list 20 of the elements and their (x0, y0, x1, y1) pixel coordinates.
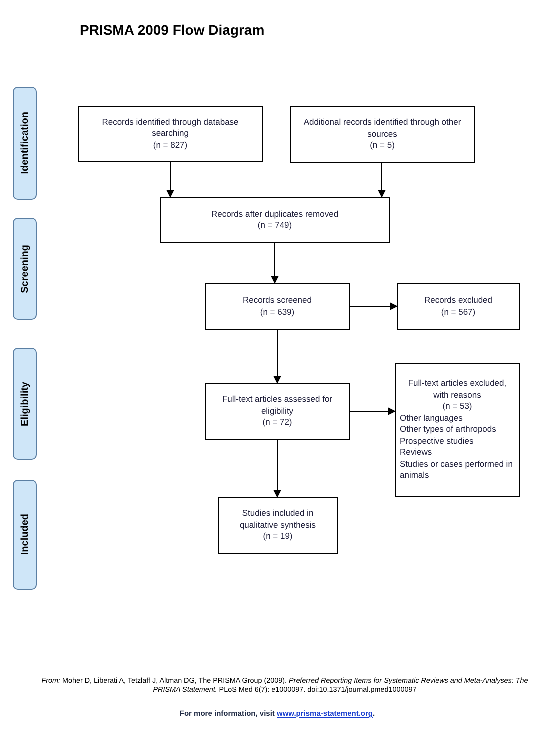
phase-label: Included (13, 480, 37, 590)
process-box: Studies included in qualitative synthesis (n = 19) (218, 497, 338, 554)
phase-label: Screening (13, 218, 37, 320)
process-box: Full-text articles excluded, with reasons (n = 53) Other languages Other types of arthropods Prospective studies Reviews Studies or cases performed in animals (395, 363, 520, 497)
process-box: Additional records identified through other sources (n = 5) (290, 106, 475, 163)
diagram-title: PRISMA 2009 Flow Diagram (80, 22, 265, 38)
arrow (350, 408, 396, 416)
arrow (271, 242, 279, 284)
process-box: Full-text articles assessed for eligibility (n = 72) (205, 383, 350, 440)
phase-label: Eligibility (13, 348, 37, 460)
arrow (378, 162, 386, 198)
process-box: Records identified through database searching (n = 827) (78, 106, 263, 162)
arrow (350, 302, 398, 310)
arrow (166, 162, 174, 198)
phase-label: Identification (13, 87, 37, 200)
process-box: Records excluded (n = 567) (397, 283, 520, 330)
arrow (274, 330, 282, 384)
process-box: Records after duplicates removed (n = 749) (160, 197, 390, 243)
arrow (274, 440, 282, 498)
process-box: Records screened (n = 639) (205, 283, 350, 330)
